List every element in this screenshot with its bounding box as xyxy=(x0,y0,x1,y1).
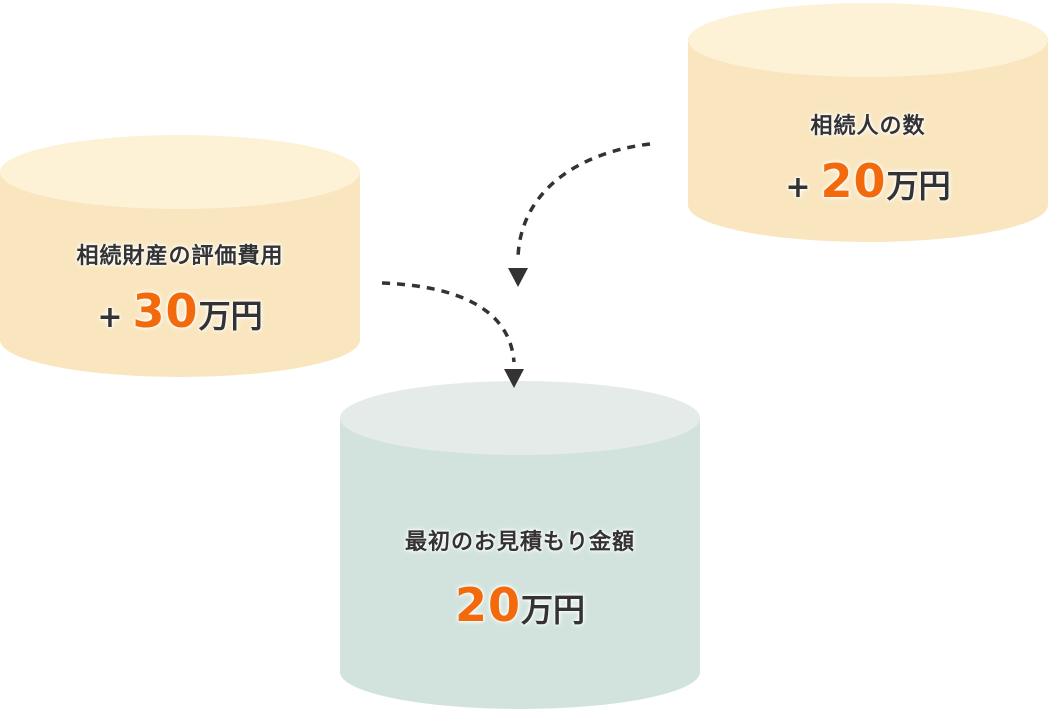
appraisal-amount: 30 xyxy=(132,284,199,338)
cylinder-heirs-body xyxy=(688,40,1048,242)
heirs-label: 相続人の数 +20万円 xyxy=(688,108,1048,204)
arrow-from-heirs-head xyxy=(508,268,528,287)
cylinder-heirs-top xyxy=(688,3,1048,77)
heirs-plus: + xyxy=(785,170,811,205)
heirs-title: 相続人の数 xyxy=(810,114,926,139)
appraisal-plus: + xyxy=(97,300,123,335)
initial-unit: 万円 xyxy=(521,591,586,629)
arrow-from-heirs xyxy=(508,142,651,287)
arrow-from-appraisal-line xyxy=(381,281,516,363)
initial-amount: 20 xyxy=(454,578,521,632)
arrow-from-heirs-line xyxy=(516,142,651,259)
heirs-unit: 万円 xyxy=(886,167,951,205)
initial-label: 最初のお見積もり金額 20万円 xyxy=(340,524,700,628)
arrow-from-appraisal-head xyxy=(504,369,524,388)
appraisal-unit: 万円 xyxy=(198,297,263,335)
cylinder-initial xyxy=(340,381,700,709)
cylinder-heirs xyxy=(688,3,1048,242)
appraisal-amount-line: +30万円 xyxy=(0,288,360,334)
cylinder-appraisal-top xyxy=(0,135,360,209)
cylinder-appraisal xyxy=(0,135,360,377)
initial-title: 最初のお見積もり金額 xyxy=(404,530,635,555)
heirs-amount-line: +20万円 xyxy=(688,158,1048,204)
cylinder-initial-body xyxy=(340,418,700,709)
initial-amount-line: 20万円 xyxy=(340,582,700,628)
cylinder-initial-top xyxy=(340,381,700,455)
heirs-amount: 20 xyxy=(820,154,887,208)
appraisal-label: 相続財産の評価費用 +30万円 xyxy=(0,238,360,334)
arrow-from-appraisal xyxy=(381,281,524,388)
cylinder-appraisal-body xyxy=(0,172,360,377)
appraisal-title: 相続財産の評価費用 xyxy=(76,244,284,269)
